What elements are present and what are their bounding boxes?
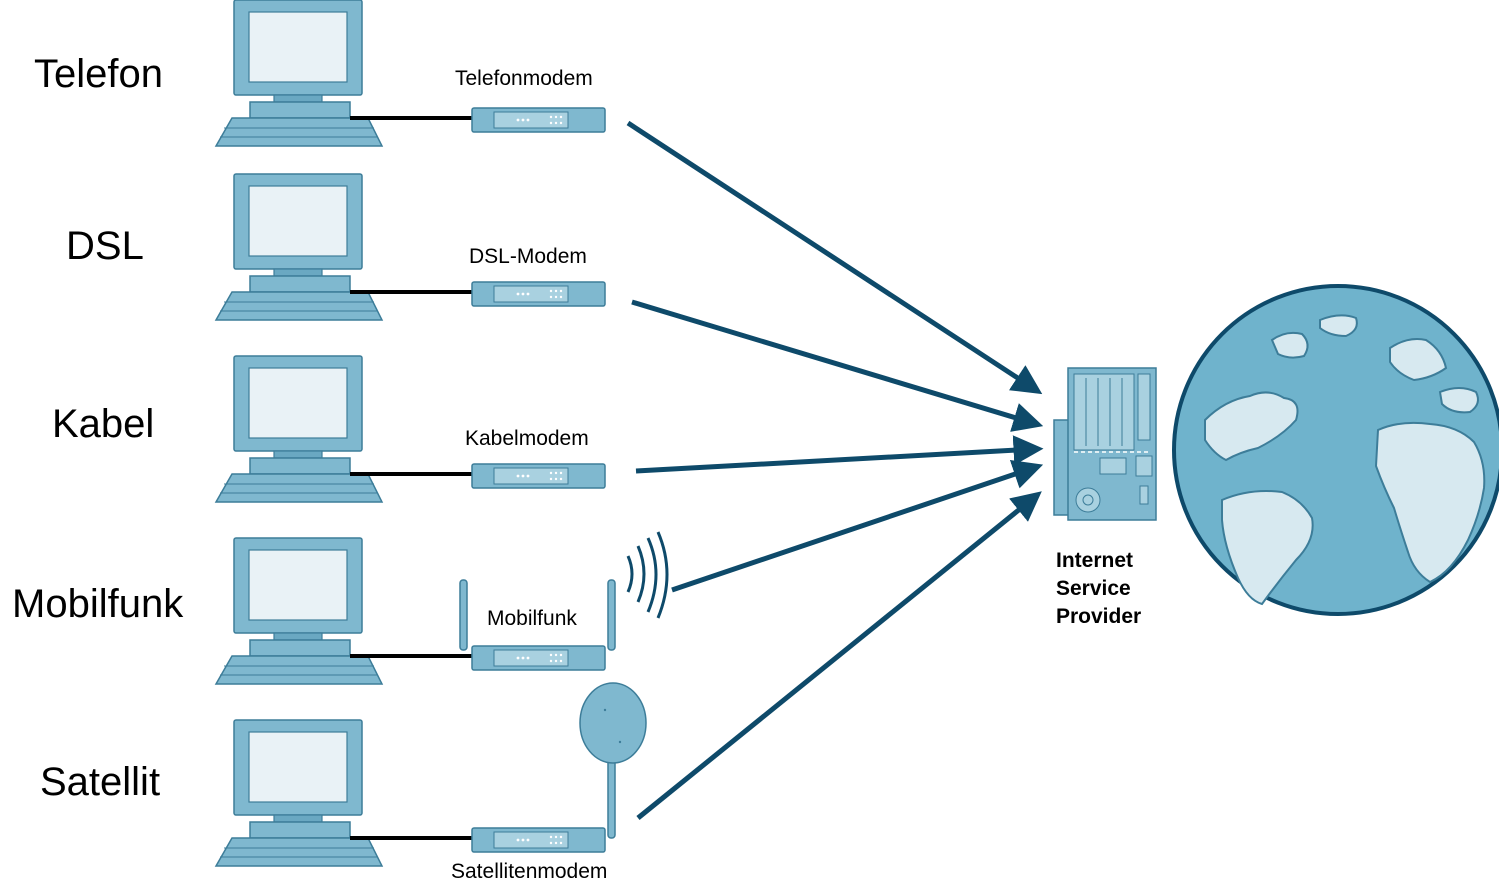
connection-type-label: Telefon bbox=[34, 52, 163, 96]
antenna-icon bbox=[607, 759, 616, 839]
connection-type-label: Mobilfunk bbox=[12, 582, 184, 626]
device-label: Kabelmodem bbox=[465, 427, 589, 450]
arrow-dsl bbox=[631, 299, 1044, 432]
device-label: Satellitenmodem bbox=[451, 860, 608, 883]
row-dsl bbox=[215, 173, 606, 321]
computer-icon bbox=[215, 355, 383, 503]
isp-label-line: Service bbox=[1056, 577, 1131, 600]
arrow-kabel bbox=[635, 435, 1044, 474]
antenna-icon bbox=[607, 579, 616, 651]
computer-icon bbox=[215, 0, 383, 147]
connection-type-label: DSL bbox=[66, 224, 144, 268]
computer-icon bbox=[215, 537, 383, 685]
connection-type-label: Satellit bbox=[40, 760, 161, 804]
antenna-icon bbox=[459, 579, 468, 651]
arrow-telefon bbox=[626, 120, 1043, 395]
isp-label-line: Provider bbox=[1056, 605, 1142, 628]
device-label: Mobilfunk bbox=[487, 607, 577, 630]
arrow-mobilfunk bbox=[671, 459, 1044, 593]
connection-type-label: Kabel bbox=[52, 402, 155, 446]
row-mobilfunk bbox=[215, 537, 616, 685]
modem-icon bbox=[471, 463, 606, 489]
radio-waves-icon bbox=[626, 531, 669, 619]
computer-icon bbox=[215, 173, 383, 321]
isp-label: Internet Service Provider bbox=[1056, 547, 1141, 631]
modem-icon bbox=[471, 827, 606, 853]
modem-icon bbox=[471, 281, 606, 307]
modem-icon bbox=[471, 107, 606, 133]
isp-label-line: Internet bbox=[1056, 549, 1134, 572]
server-icon bbox=[1053, 367, 1157, 521]
row-kabel bbox=[215, 355, 606, 503]
globe-icon bbox=[1172, 284, 1499, 616]
satellite-dish-icon bbox=[579, 682, 647, 764]
row-satellit bbox=[215, 719, 616, 867]
device-label: Telefonmodem bbox=[455, 67, 593, 90]
connection-arrows bbox=[626, 120, 1044, 820]
arrow-satellit bbox=[636, 491, 1042, 820]
device-label: DSL-Modem bbox=[469, 245, 587, 268]
modem-icon bbox=[471, 645, 606, 671]
row-telefon bbox=[215, 0, 606, 147]
computer-icon bbox=[215, 719, 383, 867]
